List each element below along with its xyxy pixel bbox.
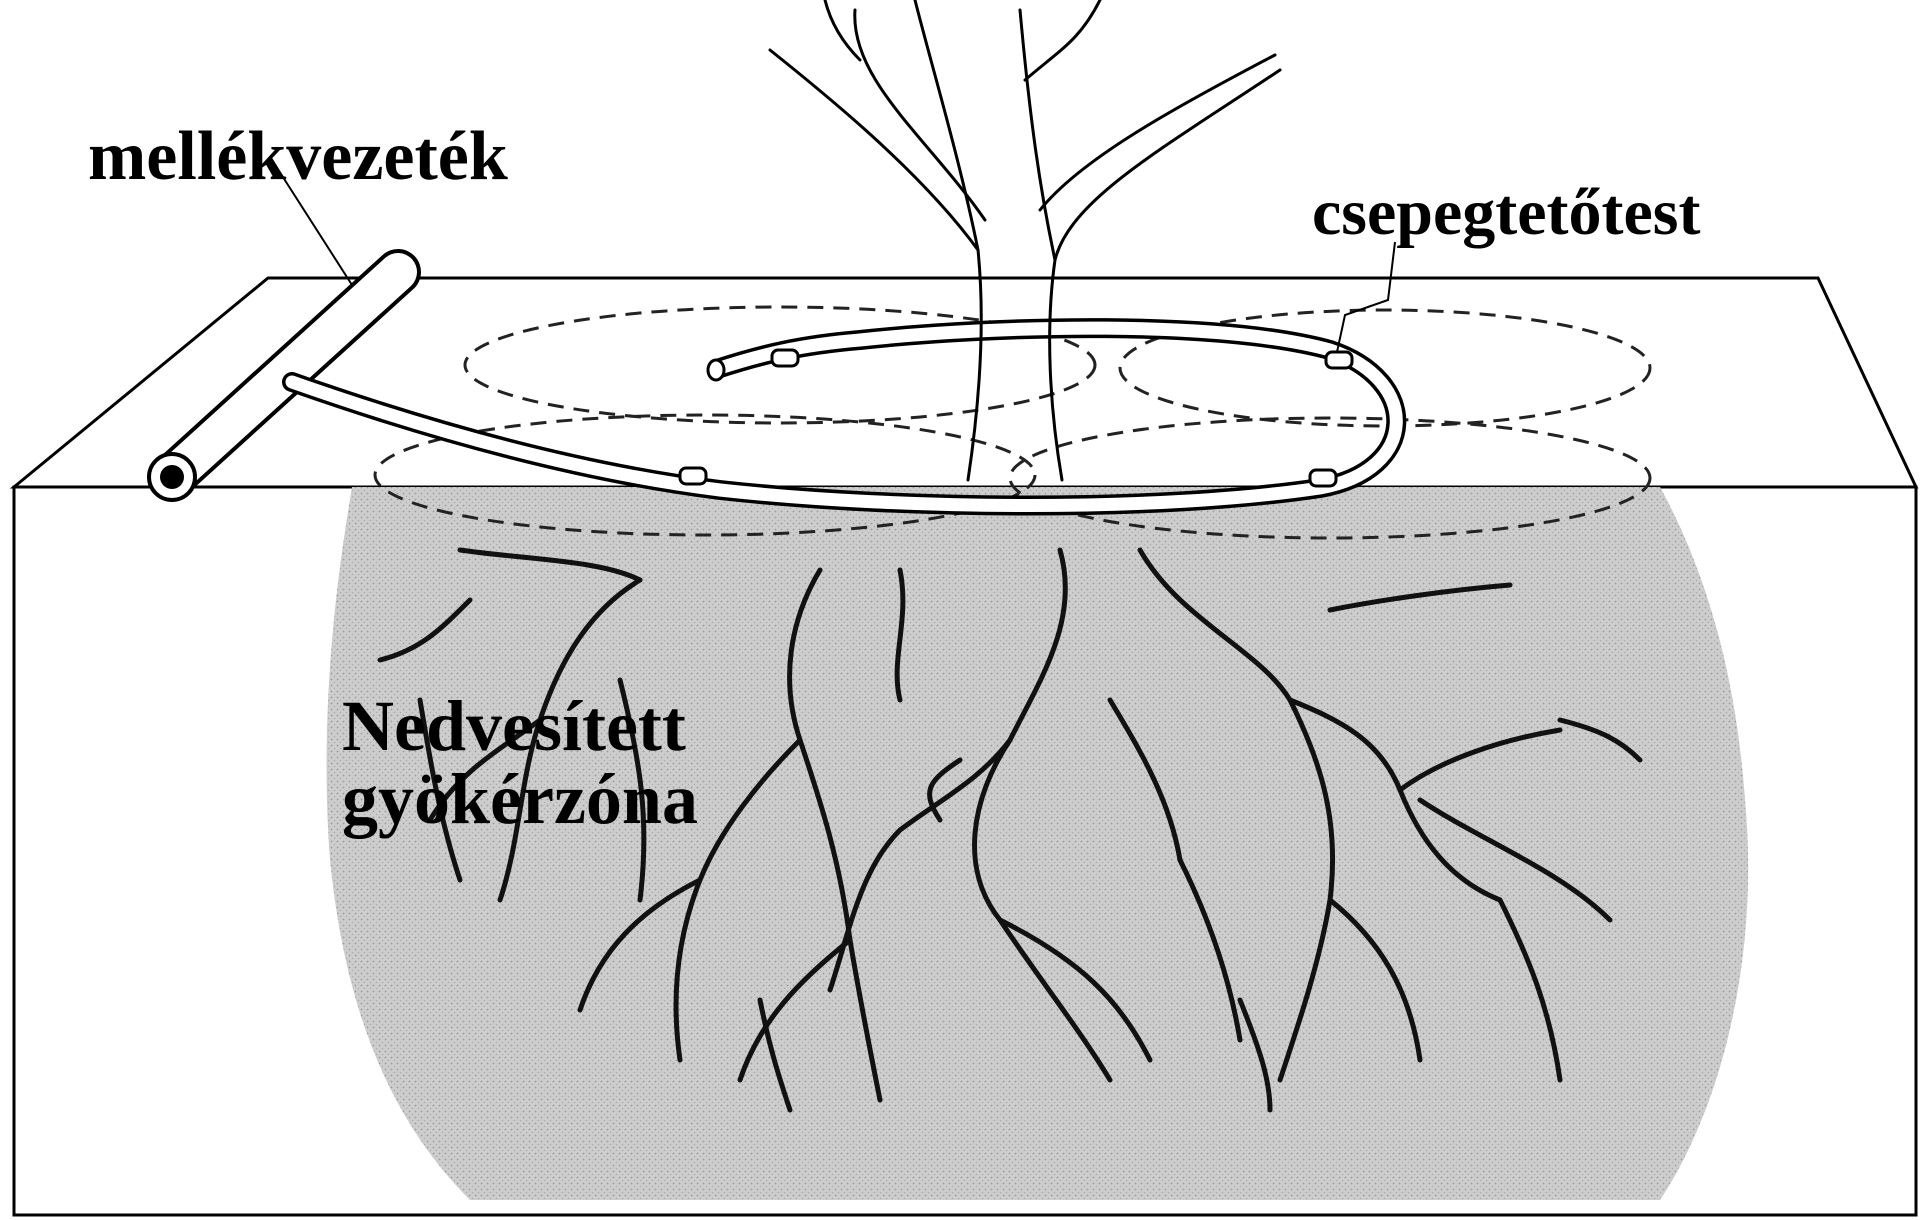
tree-branch <box>1040 55 1275 210</box>
wetted-root-zone-label-line1: Nedvesített <box>342 690 698 763</box>
wetted-root-zone <box>327 487 1749 1200</box>
tubing-end <box>708 360 724 380</box>
tree-branch <box>1020 10 1055 260</box>
wetted-root-zone-label-line2: gyökérzóna <box>342 763 698 836</box>
emitter-body <box>680 468 706 484</box>
wetted-root-zone-label: Nedvesített gyökérzóna <box>342 690 698 837</box>
emitter-body <box>772 350 798 366</box>
emitter-body <box>1310 470 1336 486</box>
lateral-pipe-label: mellékvezeték <box>88 122 508 192</box>
emitter-body <box>1326 352 1352 368</box>
tree-branch <box>1025 0 1100 80</box>
emitter-label: csepegtetőtest <box>1312 180 1700 246</box>
